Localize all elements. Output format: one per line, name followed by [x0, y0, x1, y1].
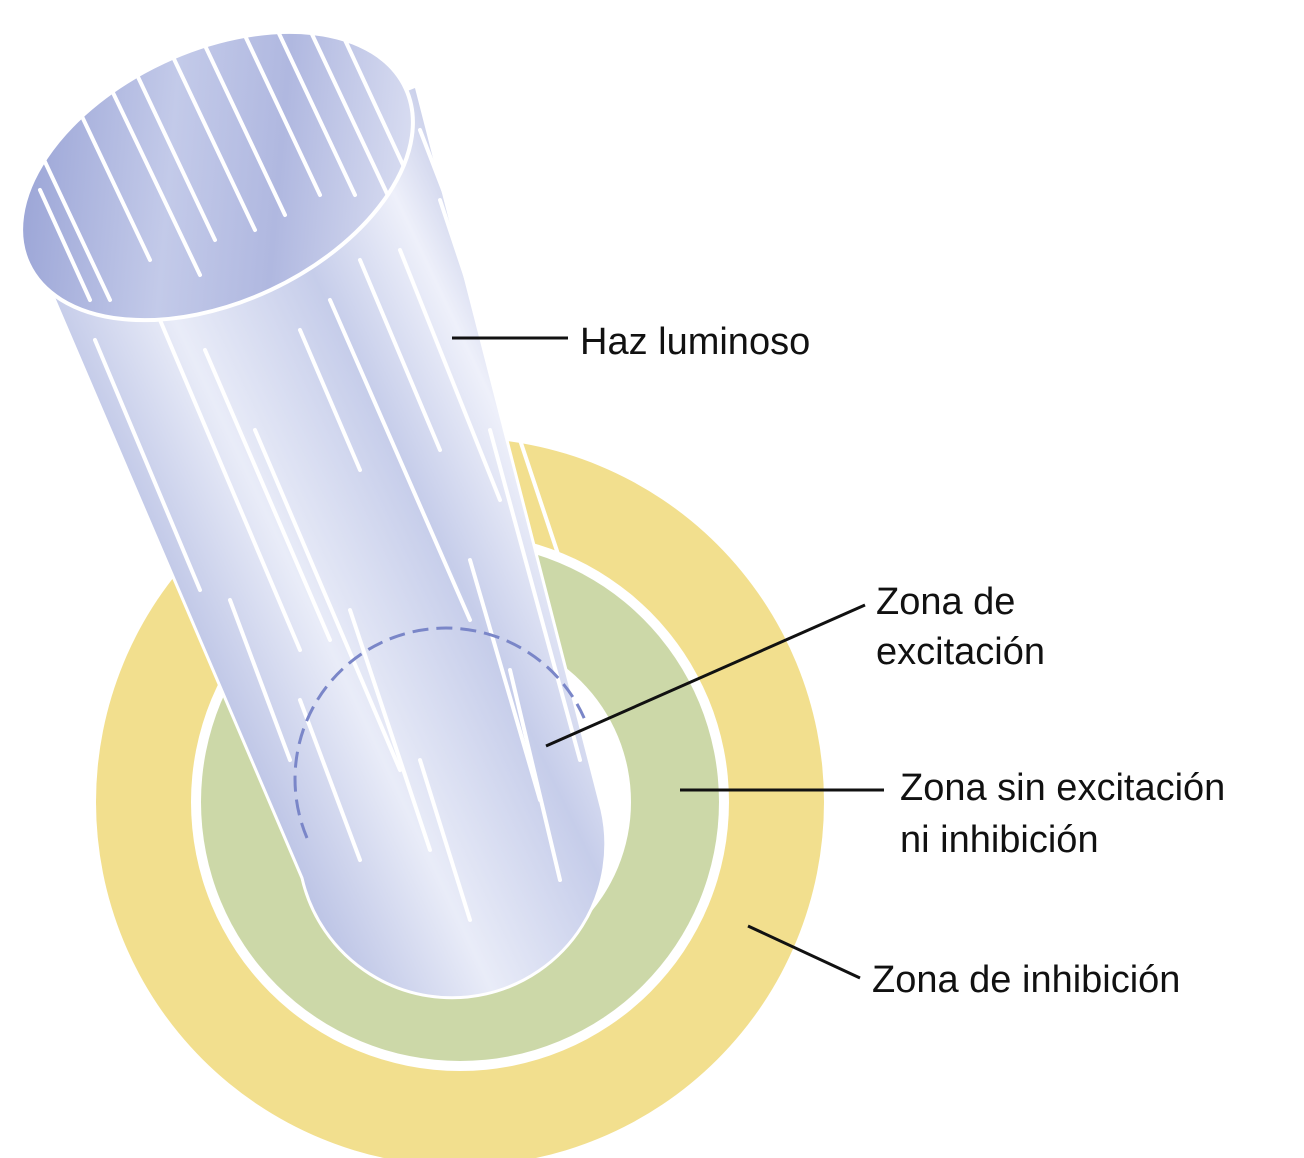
light-beam-cylinder: [0, 0, 606, 998]
label-excitation-zone: Zona de excitación: [876, 581, 1045, 673]
label-inhibition-zone: Zona de inhibición: [872, 959, 1180, 1001]
label-neutral-zone: Zona sin excitación ni inhibición: [900, 767, 1236, 861]
label-light-beam: Haz luminoso: [580, 321, 810, 363]
